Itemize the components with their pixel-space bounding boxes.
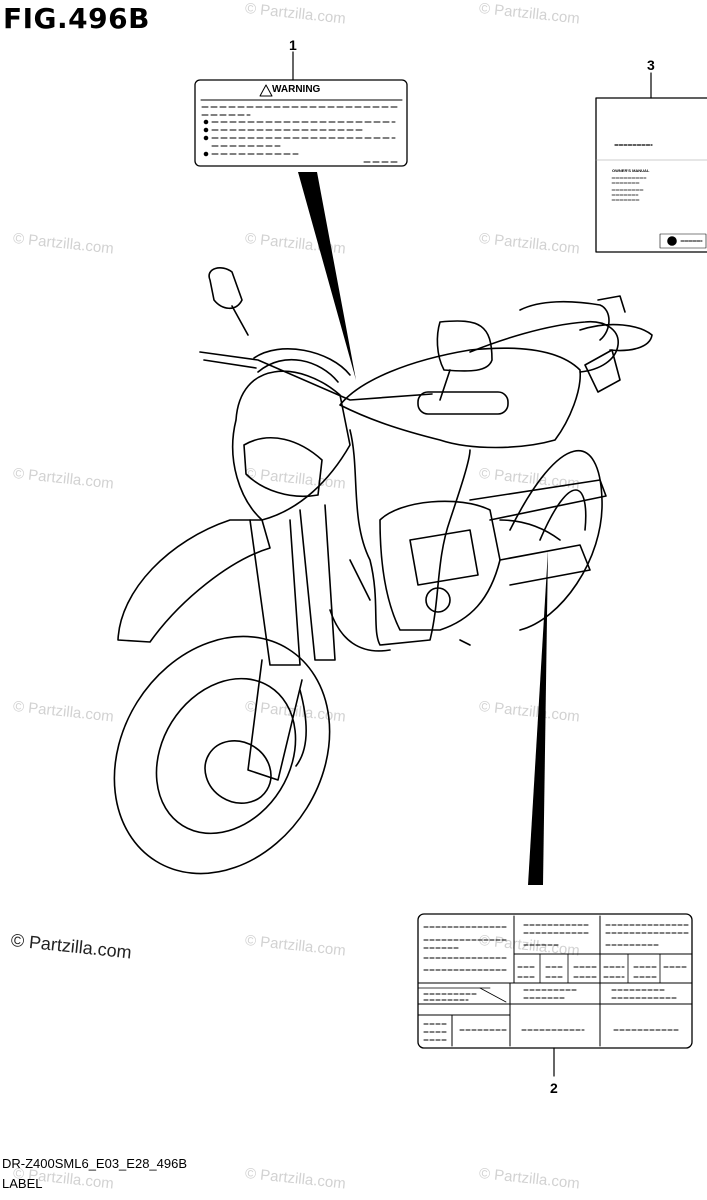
spec-label [417,913,693,1049]
owners-manual-book [595,97,707,253]
manufacturer-logo-icon [667,236,677,246]
warning-triangle-icon [259,84,273,97]
warning-label-text: WARNING [272,84,321,95]
warning-label [194,79,408,167]
leader-arrow-2 [528,550,548,885]
leader-arrow-1 [298,172,356,380]
figure-code: DR-Z400SML6_E03_E28_496B [2,1156,188,1171]
callout-3: 3 [647,57,655,73]
owners-manual-text: OWNER'S MANUAL [612,168,650,173]
callout-2: 2 [550,1080,558,1096]
figure-title: FIG.496B [3,2,150,35]
callout-1: 1 [289,37,297,53]
motorcycle-illustration [113,267,653,875]
figure-label: LABEL [2,1176,43,1191]
